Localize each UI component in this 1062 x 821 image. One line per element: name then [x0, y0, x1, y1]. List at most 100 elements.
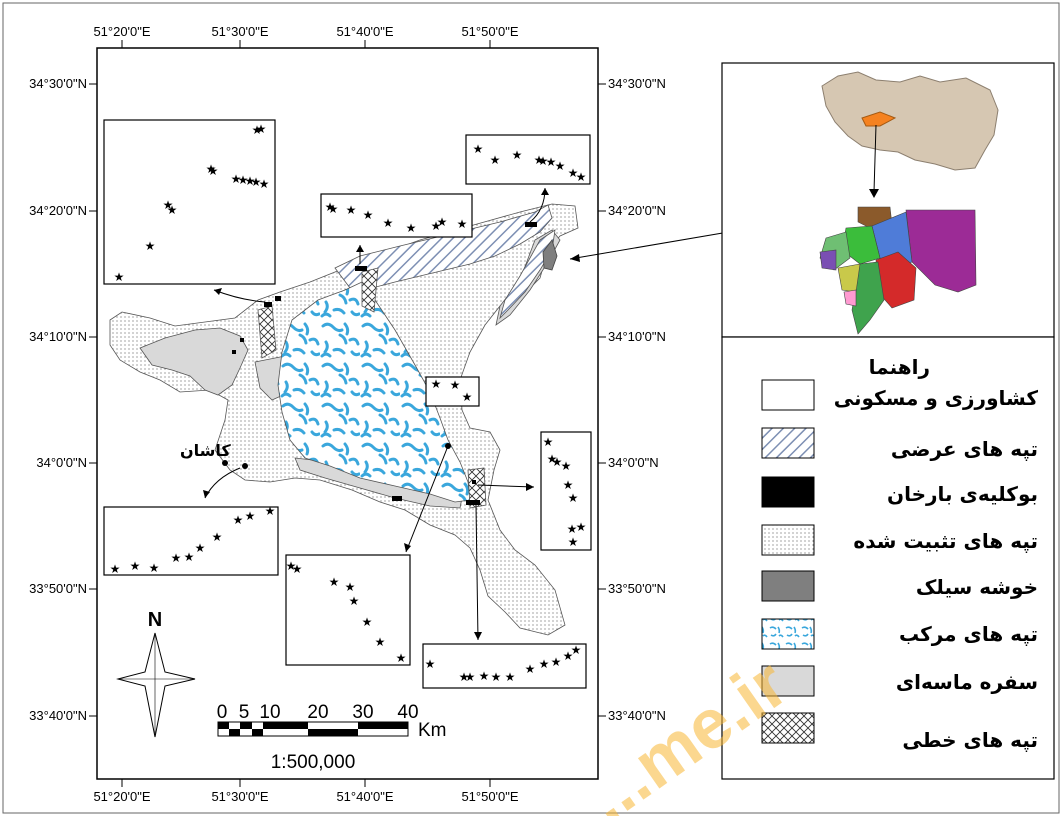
svg-text:★: ★: [568, 166, 579, 180]
svg-text:★: ★: [114, 270, 125, 284]
svg-text:★: ★: [576, 520, 587, 534]
legend-label: خوشه سیلک: [916, 575, 1038, 599]
svg-text:★: ★: [437, 215, 448, 229]
legend-swatch-black: [761, 476, 815, 508]
svg-text:★: ★: [195, 541, 206, 555]
lat-label: 33°40'0"N: [608, 708, 666, 723]
scale-tick-label: 30: [352, 702, 373, 723]
svg-text:★: ★: [149, 561, 160, 575]
scale-tick-label: 40: [397, 702, 418, 723]
lat-label: 34°10'0"N: [608, 329, 666, 344]
lon-label: 51°20'0"E: [93, 789, 150, 804]
north-label: N: [148, 609, 162, 631]
arrow-heads: [203, 188, 549, 640]
lat-label: 34°0'0"N: [36, 455, 87, 470]
svg-text:★: ★: [265, 504, 276, 518]
svg-text:★: ★: [171, 551, 182, 565]
svg-text:★: ★: [525, 662, 536, 676]
svg-text:★: ★: [576, 170, 587, 184]
inset-boxes: [103, 119, 592, 689]
legend-swatch-light-gray: [761, 665, 815, 697]
legend-title: راهنما: [869, 355, 930, 379]
lat-label: 34°20'0"N: [608, 203, 666, 218]
lon-label: 51°50'0"E: [461, 789, 518, 804]
svg-text:★: ★: [345, 580, 356, 594]
lat-label: 33°50'0"N: [29, 581, 87, 596]
svg-text:★: ★: [406, 221, 417, 235]
silk-cluster-area: [542, 239, 558, 271]
study-province-highlight: [861, 111, 897, 127]
svg-text:★: ★: [425, 657, 436, 671]
svg-text:★: ★: [252, 123, 263, 137]
legend-swatch-dark-gray: [761, 570, 815, 602]
province-map: [819, 206, 977, 335]
transverse-dunes-strip: [499, 229, 556, 320]
svg-text:★: ★: [551, 655, 562, 669]
scale-bar: 0 5 10 20 30 40 Km 1:500,000: [217, 702, 447, 773]
svg-text:★: ★: [563, 649, 574, 663]
svg-text:★: ★: [383, 216, 394, 230]
svg-text:★: ★: [546, 155, 557, 169]
lon-label: 51°30'0"E: [211, 789, 268, 804]
inset-box: [465, 134, 591, 185]
svg-text:★: ★: [457, 217, 468, 231]
inset-box: [320, 193, 473, 238]
svg-text:★: ★: [462, 390, 473, 404]
svg-text:★: ★: [396, 651, 407, 665]
svg-text:★: ★: [431, 219, 442, 233]
scale-unit: Km: [418, 720, 447, 741]
arrow-head: [570, 254, 580, 262]
locator-panel: [721, 62, 1055, 338]
sand-sheet-west: [139, 327, 249, 396]
svg-text:★: ★: [259, 177, 270, 191]
svg-text:★: ★: [563, 478, 574, 492]
inset-box: [540, 431, 592, 551]
svg-text:★: ★: [543, 435, 554, 449]
svg-text:★: ★: [325, 200, 336, 214]
linear-dunes-north: [361, 267, 379, 313]
scale-ratio: 1:500,000: [271, 752, 356, 773]
inset-box: [425, 376, 480, 407]
legend-panel: راهنما کشاورزی و مسکونی تپه های عرضی بوک…: [721, 336, 1055, 780]
svg-text:★: ★: [130, 559, 141, 573]
svg-text:★: ★: [145, 239, 156, 253]
svg-text:★: ★: [431, 377, 442, 391]
svg-text:★: ★: [479, 669, 490, 683]
inset-stars: ★★★★ ★★★★ ★★★★★ ★★★★ ★★★★★ ★★★★ ★★★★★ ★★…: [110, 122, 587, 684]
lat-label: 34°20'0"N: [29, 203, 87, 218]
svg-text:★: ★: [491, 670, 502, 684]
svg-text:★: ★: [206, 162, 217, 176]
lat-label: 34°0'0"N: [608, 455, 659, 470]
svg-text:★: ★: [538, 154, 549, 168]
lon-ticks: [121, 40, 491, 787]
svg-text:★: ★: [552, 455, 563, 469]
lat-label: 34°30'0"N: [608, 76, 666, 91]
svg-text:★: ★: [233, 513, 244, 527]
svg-text:★: ★: [547, 452, 558, 466]
legend-swatch-empty: [761, 379, 815, 411]
inset-box: [103, 506, 279, 576]
svg-text:★: ★: [184, 550, 195, 564]
svg-text:★: ★: [567, 522, 578, 536]
svg-text:★: ★: [349, 594, 360, 608]
svg-text:★: ★: [362, 615, 373, 629]
lon-label: 51°30'0"E: [211, 24, 268, 39]
svg-text:★: ★: [231, 172, 242, 186]
linear-dunes-east: [467, 467, 487, 509]
legend-swatch-blue-worms: [761, 618, 815, 650]
svg-text:★: ★: [346, 203, 357, 217]
north-arrow: N: [116, 609, 196, 738]
svg-text:★: ★: [208, 164, 219, 178]
svg-text:★: ★: [571, 643, 582, 657]
legend-swatch-dots: [761, 524, 815, 556]
svg-text:★: ★: [505, 670, 516, 684]
scale-tick-label: 20: [307, 702, 328, 723]
svg-text:★: ★: [256, 122, 267, 136]
svg-text:★: ★: [473, 142, 484, 156]
svg-text:★: ★: [555, 159, 566, 173]
main-map: 51°20'0"E 51°30'0"E 51°40'0"E 51°50'0"E …: [29, 24, 666, 804]
svg-text:★: ★: [329, 575, 340, 589]
svg-text:★: ★: [363, 208, 374, 222]
svg-text:★: ★: [490, 153, 501, 167]
